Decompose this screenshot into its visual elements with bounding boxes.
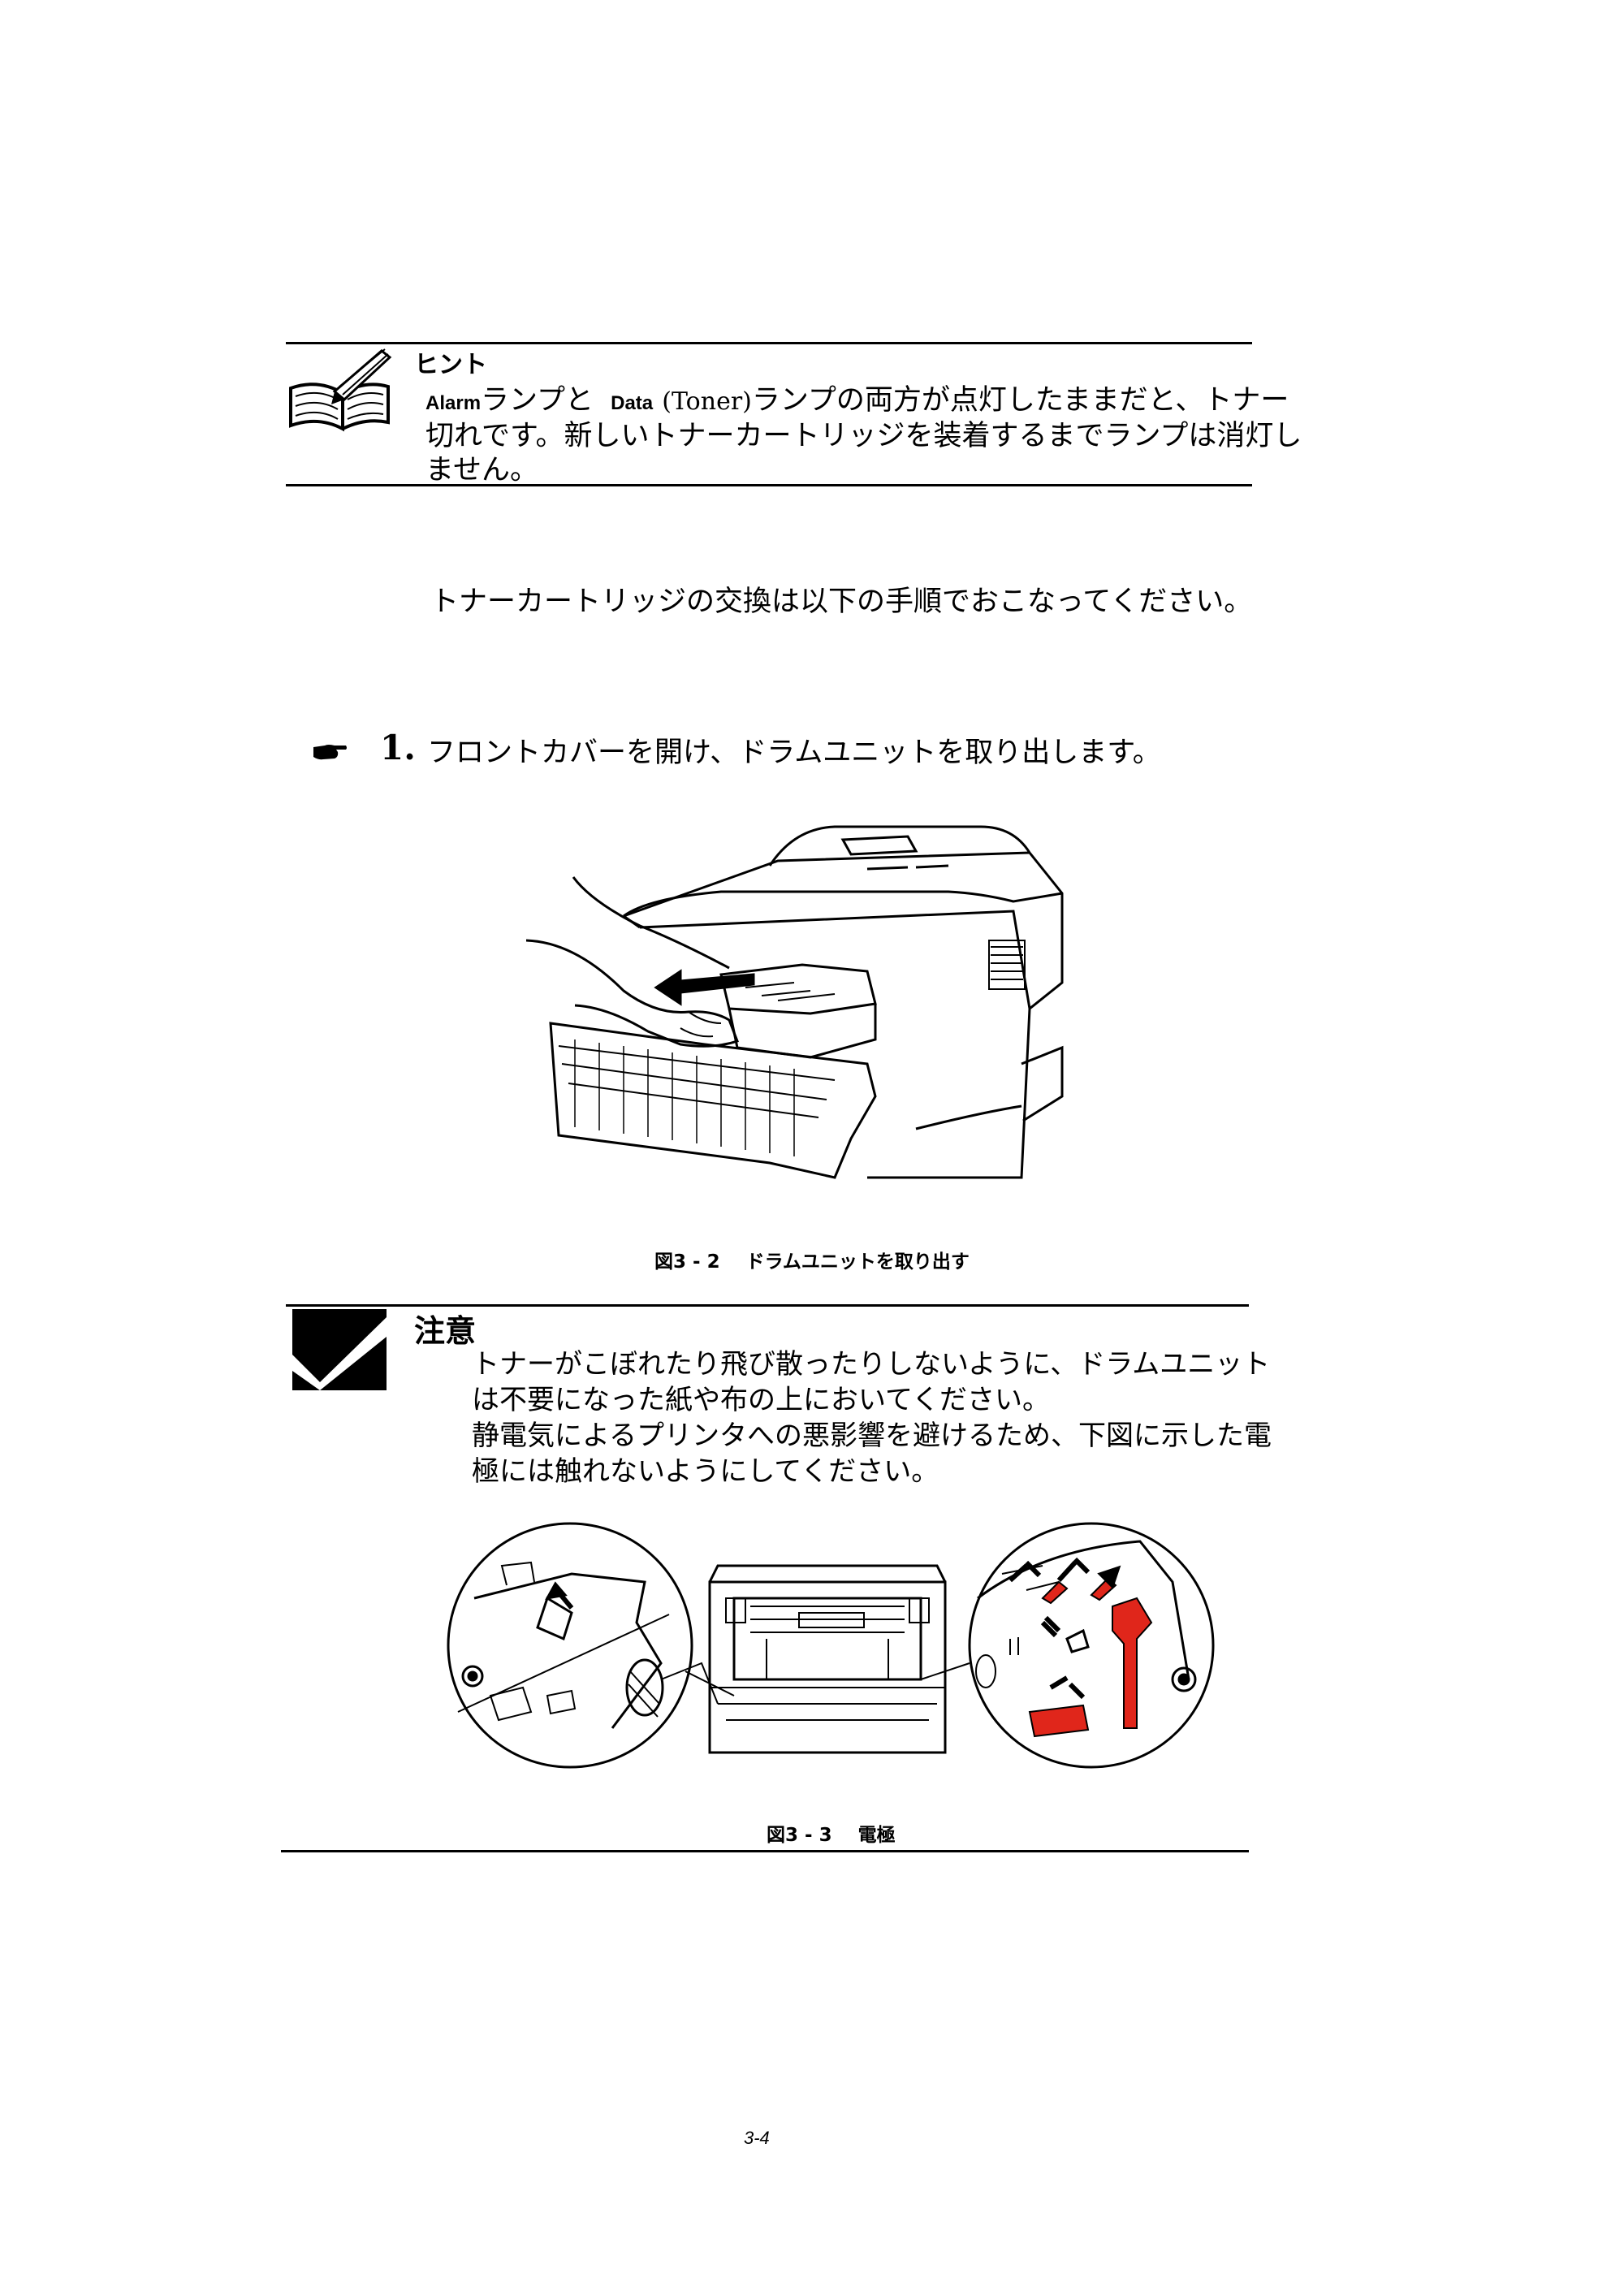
hint-line-1: Alarmランプと Data (Toner)ランプの両方が点灯したままだと、トナ… [425,382,1289,422]
figure-3-3-caption: 図3 - 3 電極 [767,1825,896,1846]
caution-item-2-line-2: 極には触れないようにしてください。 [472,1455,939,1488]
data-label: Data [611,392,654,414]
page-number: 3-4 [744,2128,770,2148]
hint-text-1: ランプと [481,384,594,417]
caution-title: 注意 [414,1313,477,1349]
hint-bottom-rule [286,484,1252,486]
hint-top-rule [286,342,1252,344]
figure-3-2-caption: 図3 - 2 ドラムユニットを取り出す [654,1251,970,1273]
hint-text-2: ランプの両方が点灯したままだと、トナー [751,384,1289,417]
hint-title: ヒント [414,351,487,379]
intro-text: トナーカートリッジの交換は以下の手順でおこなってください。 [430,586,1253,618]
hint-book-icon [286,348,400,437]
checkmark-icon [292,1309,387,1390]
hint-line-2: 切れです。新しいトナーカートリッジを装着するまでランプは消灯し [425,420,1302,452]
caution-item-2-line-1: 静電気によるプリンタへの悪影響を避けるため、下図に示した電 [472,1420,1272,1452]
caution-item-1-line-1: トナーがこぼれたり飛び散ったりしないように、ドラムユニット [472,1348,1271,1381]
electrode-illustration [442,1517,1216,1785]
step1-number: 1. [380,728,416,767]
hint-line-3: ません。 [425,454,538,486]
caution-bottom-rule [281,1850,1249,1852]
alarm-label: Alarm [425,392,482,414]
pointing-hand-icon [312,741,348,763]
toner-label: (Toner) [662,387,752,416]
step1-text: フロントカバーを開け、ドラムユニットを取り出します。 [427,737,1161,769]
drum-removal-illustration [525,820,1070,1186]
caution-item-1-line-2: は不要になった紙や布の上においてください。 [472,1384,1050,1416]
caution-top-rule [286,1304,1249,1307]
